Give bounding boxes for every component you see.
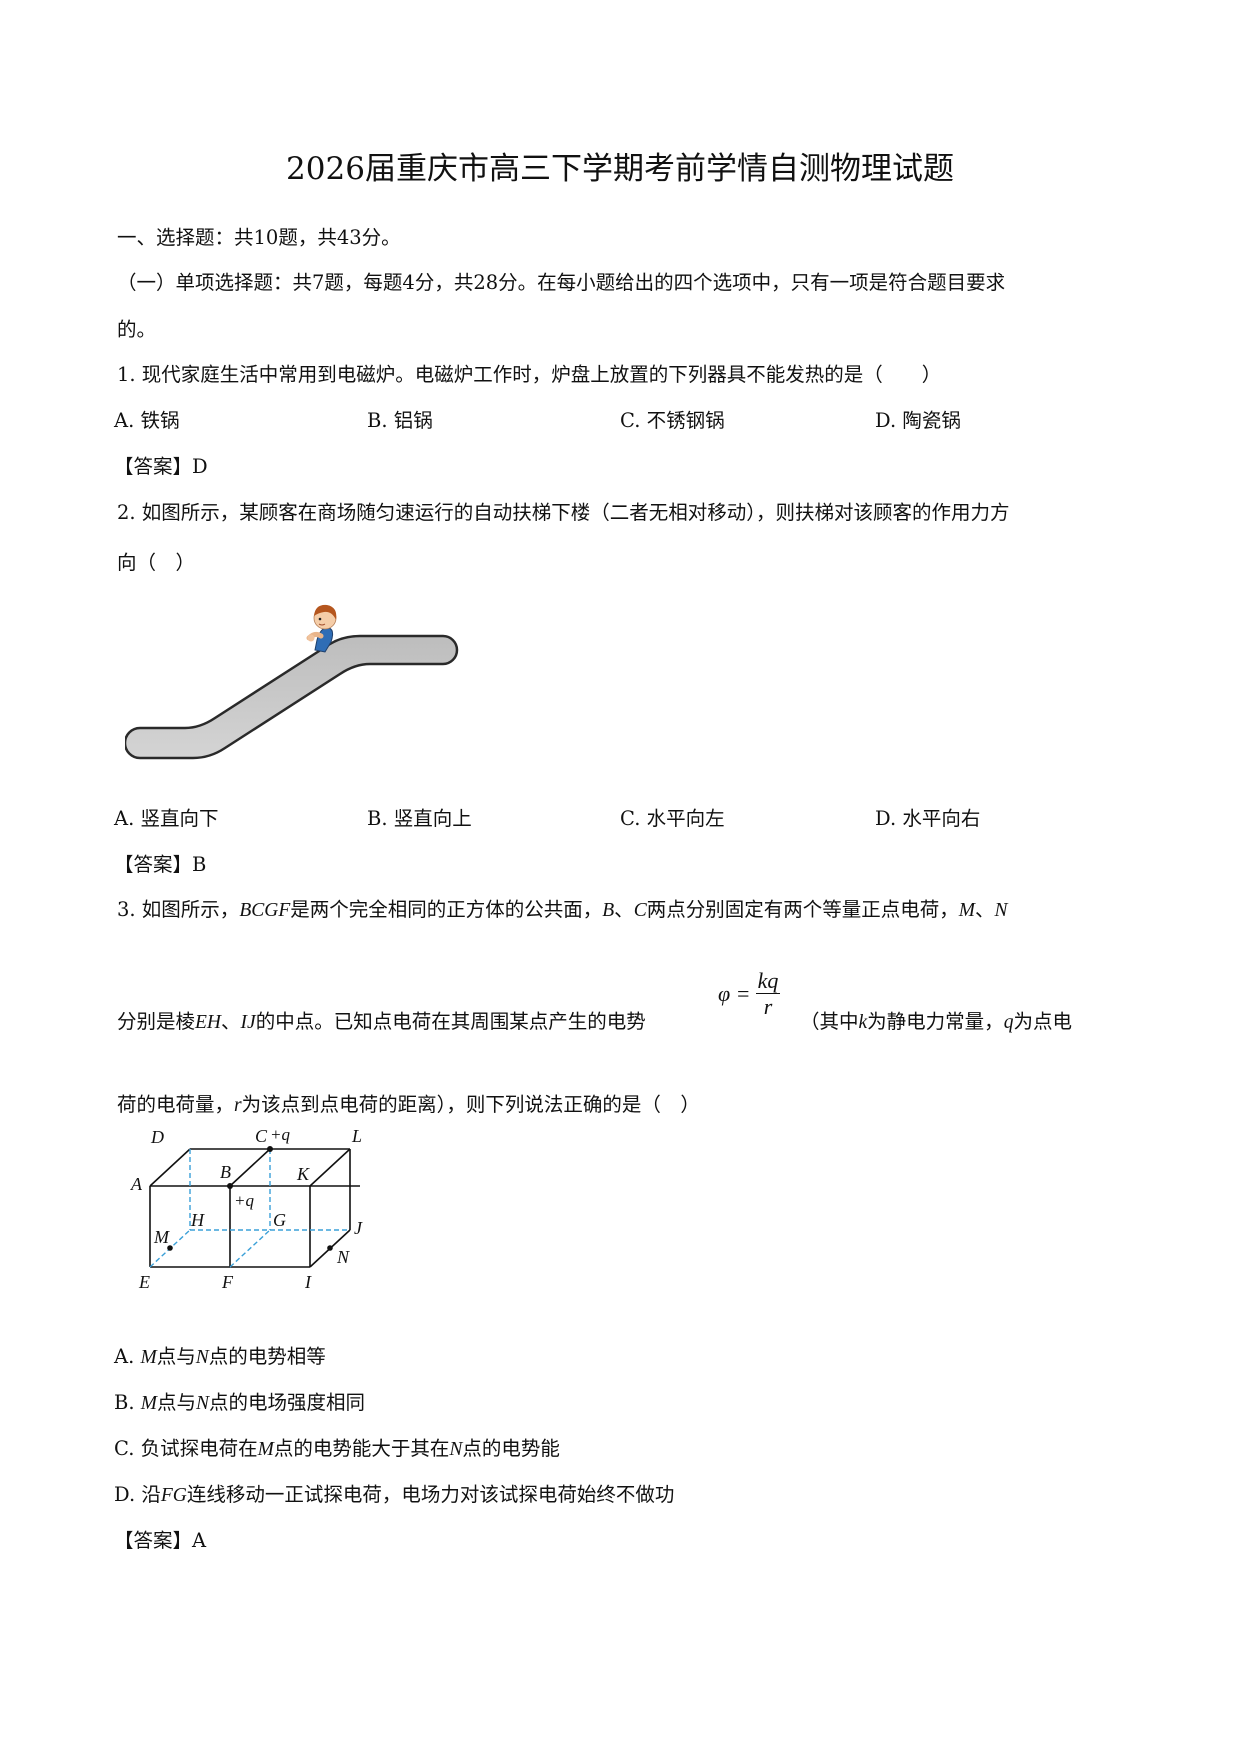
escalator-handrail (125, 634, 459, 760)
q2-option-b: B. 竖直向上 (367, 807, 472, 830)
label-a: A (130, 1174, 143, 1194)
q3-answer: 【答案】A (114, 1529, 207, 1552)
point-m-dot (167, 1245, 173, 1251)
q2-stem-line1: 2. 如图所示，某顾客在商场随匀速运行的自动扶梯下楼（二者无相对移动），则扶梯对… (117, 501, 1010, 524)
charge-c-dot (267, 1146, 273, 1152)
q1-option-c: C. 不锈钢锅 (620, 409, 725, 432)
customer-icon (306, 604, 337, 653)
q2-answer: 【答案】B (114, 853, 207, 876)
q2-option-d: D. 水平向右 (875, 807, 981, 830)
label-f: F (221, 1272, 234, 1292)
label-i: I (304, 1272, 312, 1292)
q1-option-b: B. 铝锅 (367, 409, 433, 432)
label-l: L (351, 1126, 362, 1146)
q2-option-a: A. 竖直向下 (114, 807, 219, 830)
q3-stem-line3: 荷的电荷量，r为该点到点电荷的距离），则下列说法正确的是（ ） (117, 1093, 700, 1116)
label-d: D (150, 1127, 164, 1147)
label-m: M (153, 1227, 170, 1247)
section-heading: 一、选择题：共10题，共43分。 (117, 226, 401, 249)
label-e: E (138, 1272, 150, 1292)
label-n: N (336, 1247, 350, 1267)
q1-answer: 【答案】D (114, 455, 208, 478)
q2-option-c: C. 水平向左 (620, 807, 725, 830)
q3-stem-line2-tail: （其中k为静电力常量，q为点电 (800, 1010, 1072, 1033)
q3-option-c: C. 负试探电荷在M点的电势能大于其在N点的电势能 (114, 1437, 560, 1460)
label-j: J (354, 1218, 363, 1238)
label-c: C (255, 1126, 268, 1146)
section-instructions-line1: （一）单项选择题：共7题，每题4分，共28分。在每小题给出的四个选项中，只有一项… (117, 271, 1006, 294)
section-instructions-line2: 的。 (117, 318, 157, 341)
q1-option-a: A. 铁锅 (114, 409, 180, 432)
q1-stem: 1. 现代家庭生活中常用到电磁炉。电磁炉工作时，炉盘上放置的下列器具不能发热的是… (117, 363, 942, 386)
label-b-charge: +q (234, 1191, 254, 1210)
q3-option-a: A. M点与N点的电势相等 (114, 1345, 326, 1368)
label-c-charge: +q (270, 1125, 290, 1144)
double-cube-figure: D C +q L A B K +q H G J M N E F I (130, 1125, 363, 1292)
label-b: B (220, 1162, 231, 1182)
point-n-dot (327, 1245, 333, 1251)
q3-option-b: B. M点与N点的电场强度相同 (114, 1391, 366, 1414)
label-h: H (190, 1210, 205, 1230)
page-title: 2026届重庆市高三下学期考前学情自测物理试题 (286, 151, 954, 187)
q2-stem-line2: 向（ ） (117, 551, 196, 574)
label-k: K (296, 1164, 310, 1184)
charge-b-dot (227, 1183, 233, 1189)
label-g: G (273, 1210, 286, 1230)
q3-stem-line1: 3. 如图所示，BCGF是两个完全相同的正方体的公共面，B、C两点分别固定有两个… (117, 898, 1008, 921)
escalator-figure (125, 604, 459, 760)
q1-option-d: D. 陶瓷锅 (875, 409, 961, 432)
q3-option-d: D. 沿FG连线移动一正试探电荷，电场力对该试探电荷始终不做功 (114, 1483, 675, 1506)
q3-stem-line2: 分别是棱EH、IJ的中点。已知点电荷在其周围某点产生的电势 (117, 1010, 646, 1033)
